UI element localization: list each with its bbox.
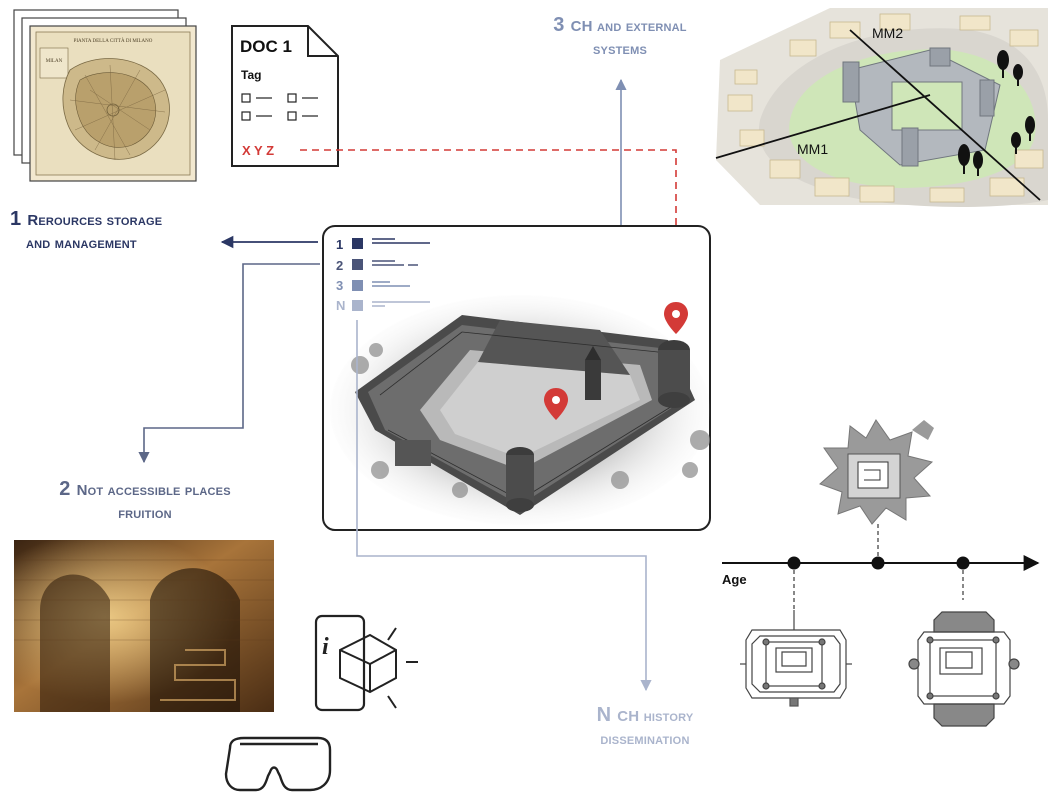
label-places-fruition: 2 Not accessible places fruition xyxy=(30,478,260,523)
document-doc1: DOC 1 Tag X Y Z xyxy=(232,26,338,166)
timeline-point xyxy=(957,557,970,570)
label-2-line1: Not accessible places xyxy=(77,482,231,499)
ar-cube-icon xyxy=(340,628,418,708)
index-item-2: 2 xyxy=(336,258,343,273)
metro-line-mm2: MM2 xyxy=(872,25,903,41)
label-2-line2: fruition xyxy=(118,505,172,522)
castle-plan-late xyxy=(909,612,1019,726)
label-n-line1: CH history xyxy=(617,708,693,725)
label-history-dissemination: N CH history dissemination xyxy=(560,704,730,749)
timeline-point xyxy=(788,557,801,570)
label-n-line2: dissemination xyxy=(600,731,689,748)
label-3-line1: CH and external xyxy=(571,18,687,35)
castle-aerial-photo xyxy=(330,295,710,525)
arrow-to-places-fruition xyxy=(144,264,320,462)
old-map-stack: PIANTA DELLA CITTÀ DI MILANO MILAN xyxy=(14,10,196,181)
index-item-3: 3 xyxy=(336,278,343,293)
old-map-title: PIANTA DELLA CITTÀ DI MILANO xyxy=(74,38,153,44)
city-3d-map: MM1 MM2 xyxy=(716,8,1048,207)
label-n-number: N xyxy=(597,704,612,726)
timeline: Age xyxy=(722,522,1038,610)
castle-plan-early xyxy=(740,610,852,706)
label-resources-storage: 1 Rerources storage and management xyxy=(10,208,162,253)
index-item-1: 1 xyxy=(336,237,343,252)
label-3-number: 3 xyxy=(553,14,564,36)
timeline-point xyxy=(872,557,885,570)
central-frame xyxy=(323,226,710,530)
label-1-line2: and management xyxy=(26,235,137,252)
underground-photo xyxy=(14,540,274,712)
old-map-inset: MILAN xyxy=(46,59,63,64)
label-1-line1: Rerources storage xyxy=(27,212,162,229)
doc-tag-label: Tag xyxy=(241,68,261,82)
svg-text:i: i xyxy=(322,634,329,660)
label-2-number: 2 xyxy=(59,478,70,500)
doc-code: X Y Z xyxy=(242,143,274,158)
label-external-systems: 3 CH and external systems xyxy=(520,14,720,59)
label-1-number: 1 xyxy=(10,208,21,230)
vr-headset-icon xyxy=(226,738,330,790)
metro-line-mm1: MM1 xyxy=(797,141,828,157)
fortress-plan-star xyxy=(820,420,934,524)
timeline-axis-label: Age xyxy=(722,572,747,587)
label-3-line2: systems xyxy=(593,41,647,58)
doc-title: DOC 1 xyxy=(240,37,292,56)
index-item-n: N xyxy=(336,298,345,313)
